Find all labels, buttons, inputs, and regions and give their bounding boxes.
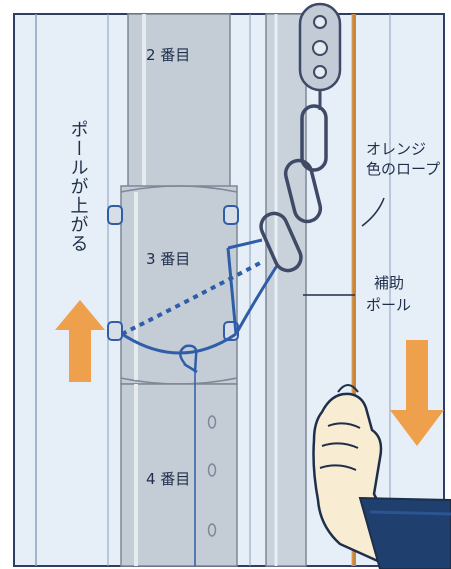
aux-pole-label-line1: 補助 xyxy=(374,274,405,292)
carabiner-icon xyxy=(259,104,328,273)
pole-segment-3 xyxy=(120,185,238,385)
up-arrow-icon xyxy=(55,300,105,382)
hook xyxy=(179,344,198,374)
orange-rope-label-line2: 色のロープ xyxy=(366,160,441,178)
segment-4-label: 4 番目 xyxy=(146,470,191,488)
aux-pole xyxy=(265,13,307,567)
down-arrow-icon xyxy=(390,340,444,446)
aux-pole-label-line2: ポール xyxy=(366,296,412,314)
orange-rope-label-line1: オレンジ xyxy=(366,140,427,158)
segment-2-label: 2 番目 xyxy=(146,46,191,64)
hand-icon xyxy=(312,384,451,569)
pole-segment-2 xyxy=(127,13,231,203)
segment-3-label: 3 番目 xyxy=(146,250,191,268)
pole-up-label: ポールが上がる xyxy=(67,120,89,253)
rope-leader xyxy=(361,197,385,227)
pole-segment-4 xyxy=(120,372,238,567)
